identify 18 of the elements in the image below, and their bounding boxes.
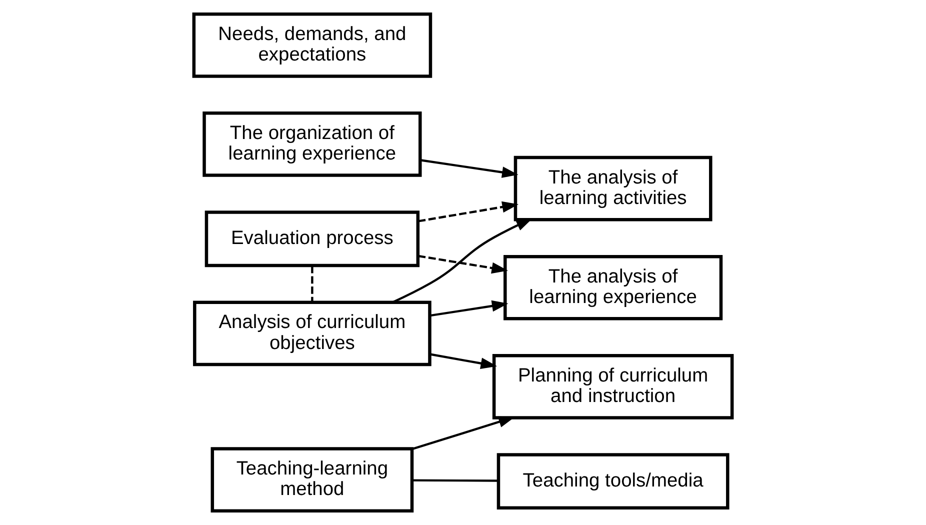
node-box: The analysis of learning activities [514,156,712,222]
arrow [412,416,515,450]
node-box: Planning of curriculum and instruction [492,354,734,420]
connector [412,479,498,482]
arrow [418,254,508,274]
node-box: Analysis of curriculum objectives [193,300,432,366]
arrow [420,159,518,178]
arrow [418,201,519,222]
arrow [430,353,498,369]
node-box: Teaching tools/media [496,453,730,510]
node-box: The analysis of learning experience [504,254,723,320]
connector [311,266,314,302]
node-box: Evaluation process [204,210,420,268]
node-box: The organization of learning experience [202,112,422,177]
arrow [392,218,533,304]
arrow [430,300,508,317]
node-box: Needs, demands, and expectations [192,12,432,78]
node-box: Teaching-learning method [210,447,414,513]
